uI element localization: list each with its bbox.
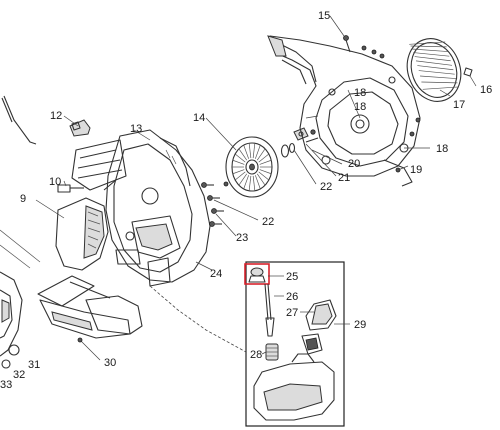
fan-blade <box>243 145 250 159</box>
callout-31: 31 <box>28 359 40 371</box>
grille-bar <box>414 56 451 62</box>
fan-blade <box>258 153 270 163</box>
callout-20: 20 <box>348 158 360 170</box>
impeller-fan <box>225 136 279 198</box>
fan-blade <box>248 175 252 191</box>
callout-26: 26 <box>286 291 298 303</box>
screw-10 <box>57 184 84 193</box>
throttle-rod <box>1 95 37 145</box>
fan-blade <box>248 143 252 159</box>
grille-bar <box>415 60 453 66</box>
callout-22-a: 22 <box>320 181 332 193</box>
callout-22-b: 22 <box>262 216 274 228</box>
fan-blade <box>259 159 272 165</box>
fan-blade <box>238 173 248 186</box>
grille-bar <box>421 81 458 84</box>
grille-bar <box>417 65 454 71</box>
fan-blade <box>252 143 256 159</box>
washer-nut-set <box>280 127 319 158</box>
callout-9: 9 <box>20 193 26 205</box>
fan-blade <box>243 175 250 189</box>
intake-grille <box>406 38 473 102</box>
callout-10: 10 <box>49 176 61 188</box>
grille-bar <box>418 70 455 75</box>
side-cover <box>55 197 109 271</box>
fan-blade <box>234 171 246 181</box>
blower-housing <box>71 129 211 287</box>
grille-bar <box>411 48 448 52</box>
callout-30: 30 <box>104 357 116 369</box>
routing-dashed-line <box>149 285 247 353</box>
grille-bar <box>410 45 447 48</box>
handle-tube <box>37 275 143 339</box>
fan-blade <box>232 169 245 175</box>
fan-blade <box>254 175 261 189</box>
fan-blade <box>258 171 270 181</box>
fan-blade <box>234 153 246 163</box>
callout-12: 12 <box>50 110 62 122</box>
callout-33: 33 <box>0 379 12 391</box>
callout-19: 19 <box>410 164 422 176</box>
callout-27: 27 <box>286 307 298 319</box>
callout-17: 17 <box>453 99 465 111</box>
callout-23: 23 <box>236 232 248 244</box>
callout-18-b: 18 <box>354 101 366 113</box>
leader-lines <box>35 15 477 361</box>
highlight-box <box>244 263 270 285</box>
fan-cover <box>267 35 421 187</box>
fan-blade <box>256 148 266 161</box>
callout-18-a: 18 <box>354 87 366 99</box>
callout-13: 13 <box>130 123 142 135</box>
callout-32: 32 <box>13 369 25 381</box>
callout-16: 16 <box>480 84 492 96</box>
grille-bar <box>413 52 450 57</box>
grille-bar <box>422 86 459 90</box>
fan-blade <box>256 173 266 186</box>
cover-screws <box>343 35 421 173</box>
callout-24: 24 <box>210 268 222 280</box>
grille-bar <box>409 41 446 45</box>
grille-bar <box>420 75 457 79</box>
left-partial-assembly <box>0 229 41 369</box>
fuel-tank-detail-box <box>244 261 345 427</box>
fan-blade <box>252 175 256 191</box>
callout-28: 28 <box>250 349 262 361</box>
callout-21: 21 <box>338 172 350 184</box>
callout-29: 29 <box>354 319 366 331</box>
callout-14: 14 <box>193 112 205 124</box>
callout-18-c: 18 <box>436 143 448 155</box>
fan-blade <box>232 159 245 165</box>
fan-blade <box>238 148 248 161</box>
fan-blade <box>259 169 272 175</box>
callout-labels: 9 10 12 13 14 15 16 17 18 18 18 19 20 21… <box>0 10 492 391</box>
callout-15: 15 <box>318 10 330 22</box>
fan-blade <box>254 145 261 159</box>
callout-25: 25 <box>286 271 298 283</box>
housing-screws <box>201 181 229 227</box>
